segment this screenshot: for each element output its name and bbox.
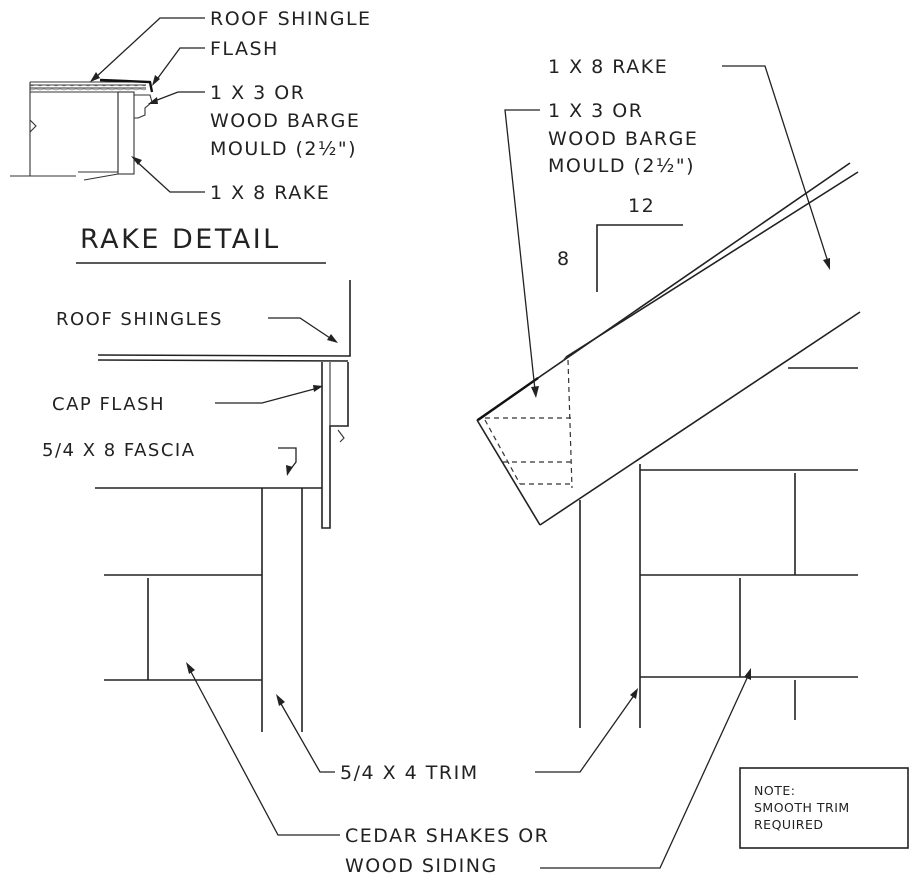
leader-fascia bbox=[278, 447, 297, 471]
label-fascia: 5/4 X 8 FASCIA bbox=[42, 440, 196, 461]
label-roof-shingles: ROOF SHINGLES bbox=[56, 309, 223, 330]
label-gable-barge-line3: MOULD (2½") bbox=[548, 155, 695, 177]
label-barge-line2: WOOD BARGE bbox=[210, 110, 360, 132]
label-siding-line1: CEDAR SHAKES OR bbox=[345, 825, 549, 847]
leader-trim-right bbox=[535, 693, 636, 773]
label-cap-flash: CAP FLASH bbox=[52, 394, 165, 415]
label-gable-rake: 1 X 8 RAKE bbox=[548, 56, 668, 78]
label-gable-barge-line2: WOOD BARGE bbox=[548, 128, 698, 150]
label-trim: 5/4 X 4 TRIM bbox=[340, 762, 479, 784]
leader-flash bbox=[154, 47, 205, 83]
rake-detail-title: RAKE DETAIL bbox=[80, 224, 281, 255]
leader-cap-flash bbox=[215, 387, 319, 404]
label-barge-line1: 1 X 3 OR bbox=[210, 82, 305, 104]
label-roof-shingle: ROOF SHINGLE bbox=[210, 8, 372, 30]
leader-gable-barge bbox=[504, 109, 540, 391]
label-barge-line3: MOULD (2½") bbox=[210, 138, 357, 160]
leader-roof-shingle bbox=[94, 17, 205, 79]
leader-siding-left bbox=[189, 669, 340, 836]
label-gable-barge-line1: 1 X 3 OR bbox=[548, 100, 643, 122]
eave-section: ROOF SHINGLES CAP FLASH 5/4 X 8 FASCIA bbox=[42, 280, 351, 732]
leader-trim-left bbox=[279, 701, 335, 773]
pitch-rise: 8 bbox=[557, 248, 571, 270]
label-flash: FLASH bbox=[210, 38, 279, 60]
label-siding-line2: WOOD SIDING bbox=[345, 855, 498, 877]
gable-section: 12 8 1 X 8 RAKE 1 X 3 OR WOOD BARGE MOUL… bbox=[476, 56, 861, 728]
label-rake: 1 X 8 RAKE bbox=[210, 182, 330, 204]
leader-rake bbox=[134, 159, 205, 193]
note-box bbox=[739, 767, 909, 849]
leader-barge-mould bbox=[151, 91, 205, 103]
note-line3: REQUIRED bbox=[754, 817, 823, 832]
note-line2: SMOOTH TRIM bbox=[754, 800, 850, 815]
bottom-callouts: 5/4 X 4 TRIM CEDAR SHAKES OR WOOD SIDING… bbox=[186, 662, 909, 877]
leader-gable-rake bbox=[722, 65, 829, 263]
pitch-run: 12 bbox=[628, 195, 655, 217]
leader-siding-right bbox=[540, 675, 749, 869]
note-line1: NOTE: bbox=[754, 783, 795, 798]
leader-roof-shingles bbox=[268, 317, 334, 341]
rake-detail: ROOF SHINGLE FLASH 1 X 3 OR WOOD BARGE M… bbox=[10, 8, 372, 264]
